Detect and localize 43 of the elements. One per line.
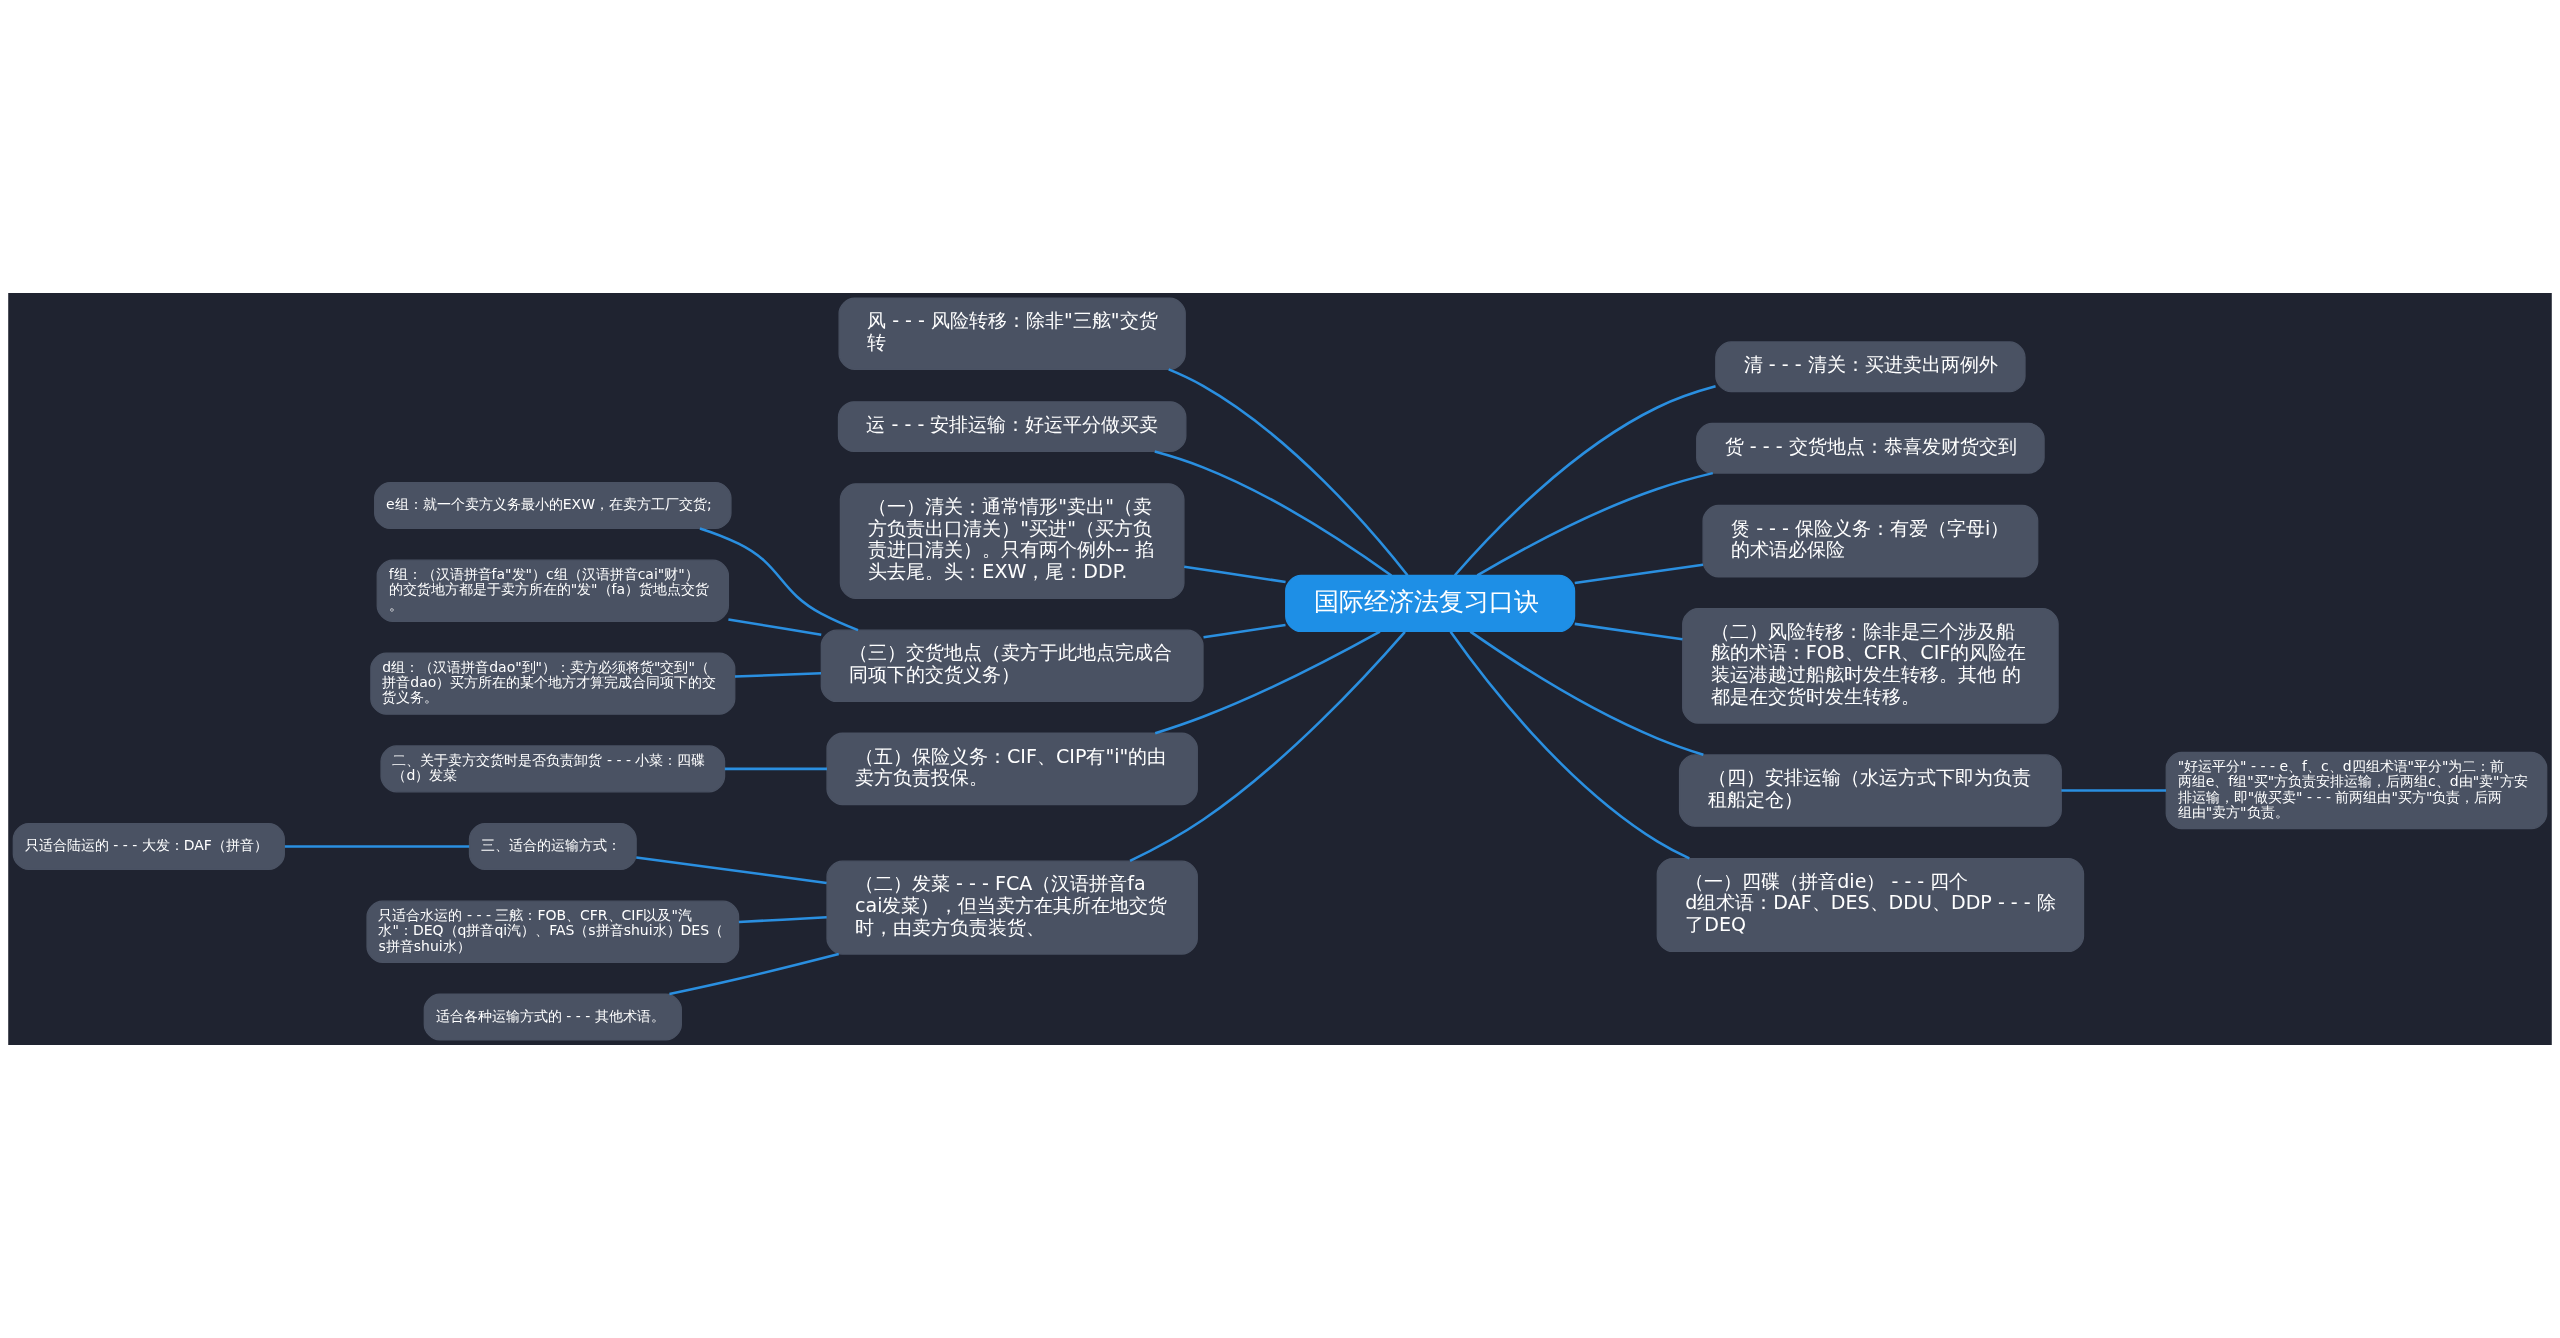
node-box: 风 - - - 风险转移：除非"三舷"交货转 bbox=[838, 297, 1186, 370]
node-box: 煲 - - - 保险义务：有爱（字母i）的术语必保险 bbox=[1702, 504, 2039, 578]
connector bbox=[1574, 622, 1683, 641]
connector bbox=[1184, 565, 1286, 584]
connector bbox=[1129, 631, 1406, 863]
connector bbox=[1574, 563, 1704, 585]
node-box: 只适合陆运的 - - - 大发：DAF（拼音） bbox=[12, 822, 285, 871]
node-box: 清 - - - 清关：买进卖出两例外 bbox=[1715, 341, 2026, 393]
connector bbox=[1203, 623, 1286, 639]
connector bbox=[699, 527, 859, 632]
node-box: （五）保险义务：CIF、CIP有"i"的由卖方负责投保。 bbox=[826, 732, 1198, 806]
connector bbox=[2061, 789, 2166, 792]
node-box: 三、适合的运输方式： bbox=[468, 822, 637, 871]
node-box: "好运平分" - - - e、f、c、d四组术语"平分"为二：前两组e、f组"买"方负责安排运输，后两组c、d由"卖"方安排运输，即"做买卖" - - - 前两组由"买方"负责，后两组由"卖方"负责。 bbox=[2165, 751, 2548, 830]
connector bbox=[728, 618, 822, 636]
connector bbox=[734, 671, 822, 678]
connector bbox=[1476, 471, 1714, 577]
node-box: 只适合水运的 - - - 三舷：FOB、CFR、CIF以及"汽水"：DEQ（q拼音qi汽）、FAS（s拼音shui水）DES（s拼音shui水） bbox=[366, 900, 740, 963]
connector bbox=[1449, 631, 1690, 860]
connector bbox=[1168, 368, 1409, 576]
node-box: e组：就一个卖方义务最小的EXW，在卖方工厂交货; bbox=[374, 481, 732, 530]
node-box: d组：（汉语拼音dao"到"）：卖方必须将货"交到"（拼音dao）买方所在的某个地方才算完成合同项下的交货义务。 bbox=[370, 652, 736, 715]
node-box: f组：（汉语拼音fa"发"）c组（汉语拼音cai"财"）的交货地方都是于卖方所在的"发"（fa）货地点交货。 bbox=[376, 559, 730, 622]
node-box: （二）风险转移：除非是三个涉及船舷的术语：FOB、CFR、CIF的风险在装运港越过船舷时发生转移。其他 的都是在交货时发生转移。 bbox=[1682, 607, 2059, 724]
connector bbox=[284, 845, 470, 848]
connector bbox=[1469, 630, 1704, 756]
node-box: （四）安排运输（水运方式下即为负责租船定仓） bbox=[1678, 754, 2062, 827]
node-box: 二、关于卖方交货时是否负责卸货 - - - 小菜：四碟（d）发菜 bbox=[380, 745, 726, 793]
connector bbox=[1453, 385, 1716, 577]
node-box: （一）四碟（拼音die） - - - 四个d组术语：DAF、DES、DDU、DDP - - - 除了DEQ bbox=[1656, 857, 2085, 953]
connector bbox=[738, 916, 827, 924]
node-box: （三）交货地点（卖方于此地点完成合同项下的交货义务） bbox=[820, 629, 1204, 703]
node-box: （二）发菜 - - - FCA（汉语拼音facai发菜），但当卖方在其所在地交货时，由卖方负责装货、 bbox=[826, 860, 1198, 955]
connector bbox=[669, 952, 840, 996]
node-box: 运 - - - 安排运输：好运平分做买卖 bbox=[837, 401, 1187, 453]
connector bbox=[1154, 630, 1381, 735]
node-box: 适合各种运输方式的 - - - 其他术语。 bbox=[423, 993, 682, 1041]
node-box: （一）清关：通常情形"卖出"（卖方负责出口清关）"买进"（买方负责进口清关）。只有两个例外-- 掐头去尾。头：EXW，尾：DDP. bbox=[839, 483, 1185, 599]
connector bbox=[724, 767, 827, 771]
node-box: 货 - - - 交货地点：恭喜发财货交到 bbox=[1696, 422, 2045, 474]
connector bbox=[636, 856, 827, 885]
connector bbox=[1154, 450, 1393, 577]
node-box: 国际经济法复习口诀 bbox=[1285, 574, 1576, 633]
